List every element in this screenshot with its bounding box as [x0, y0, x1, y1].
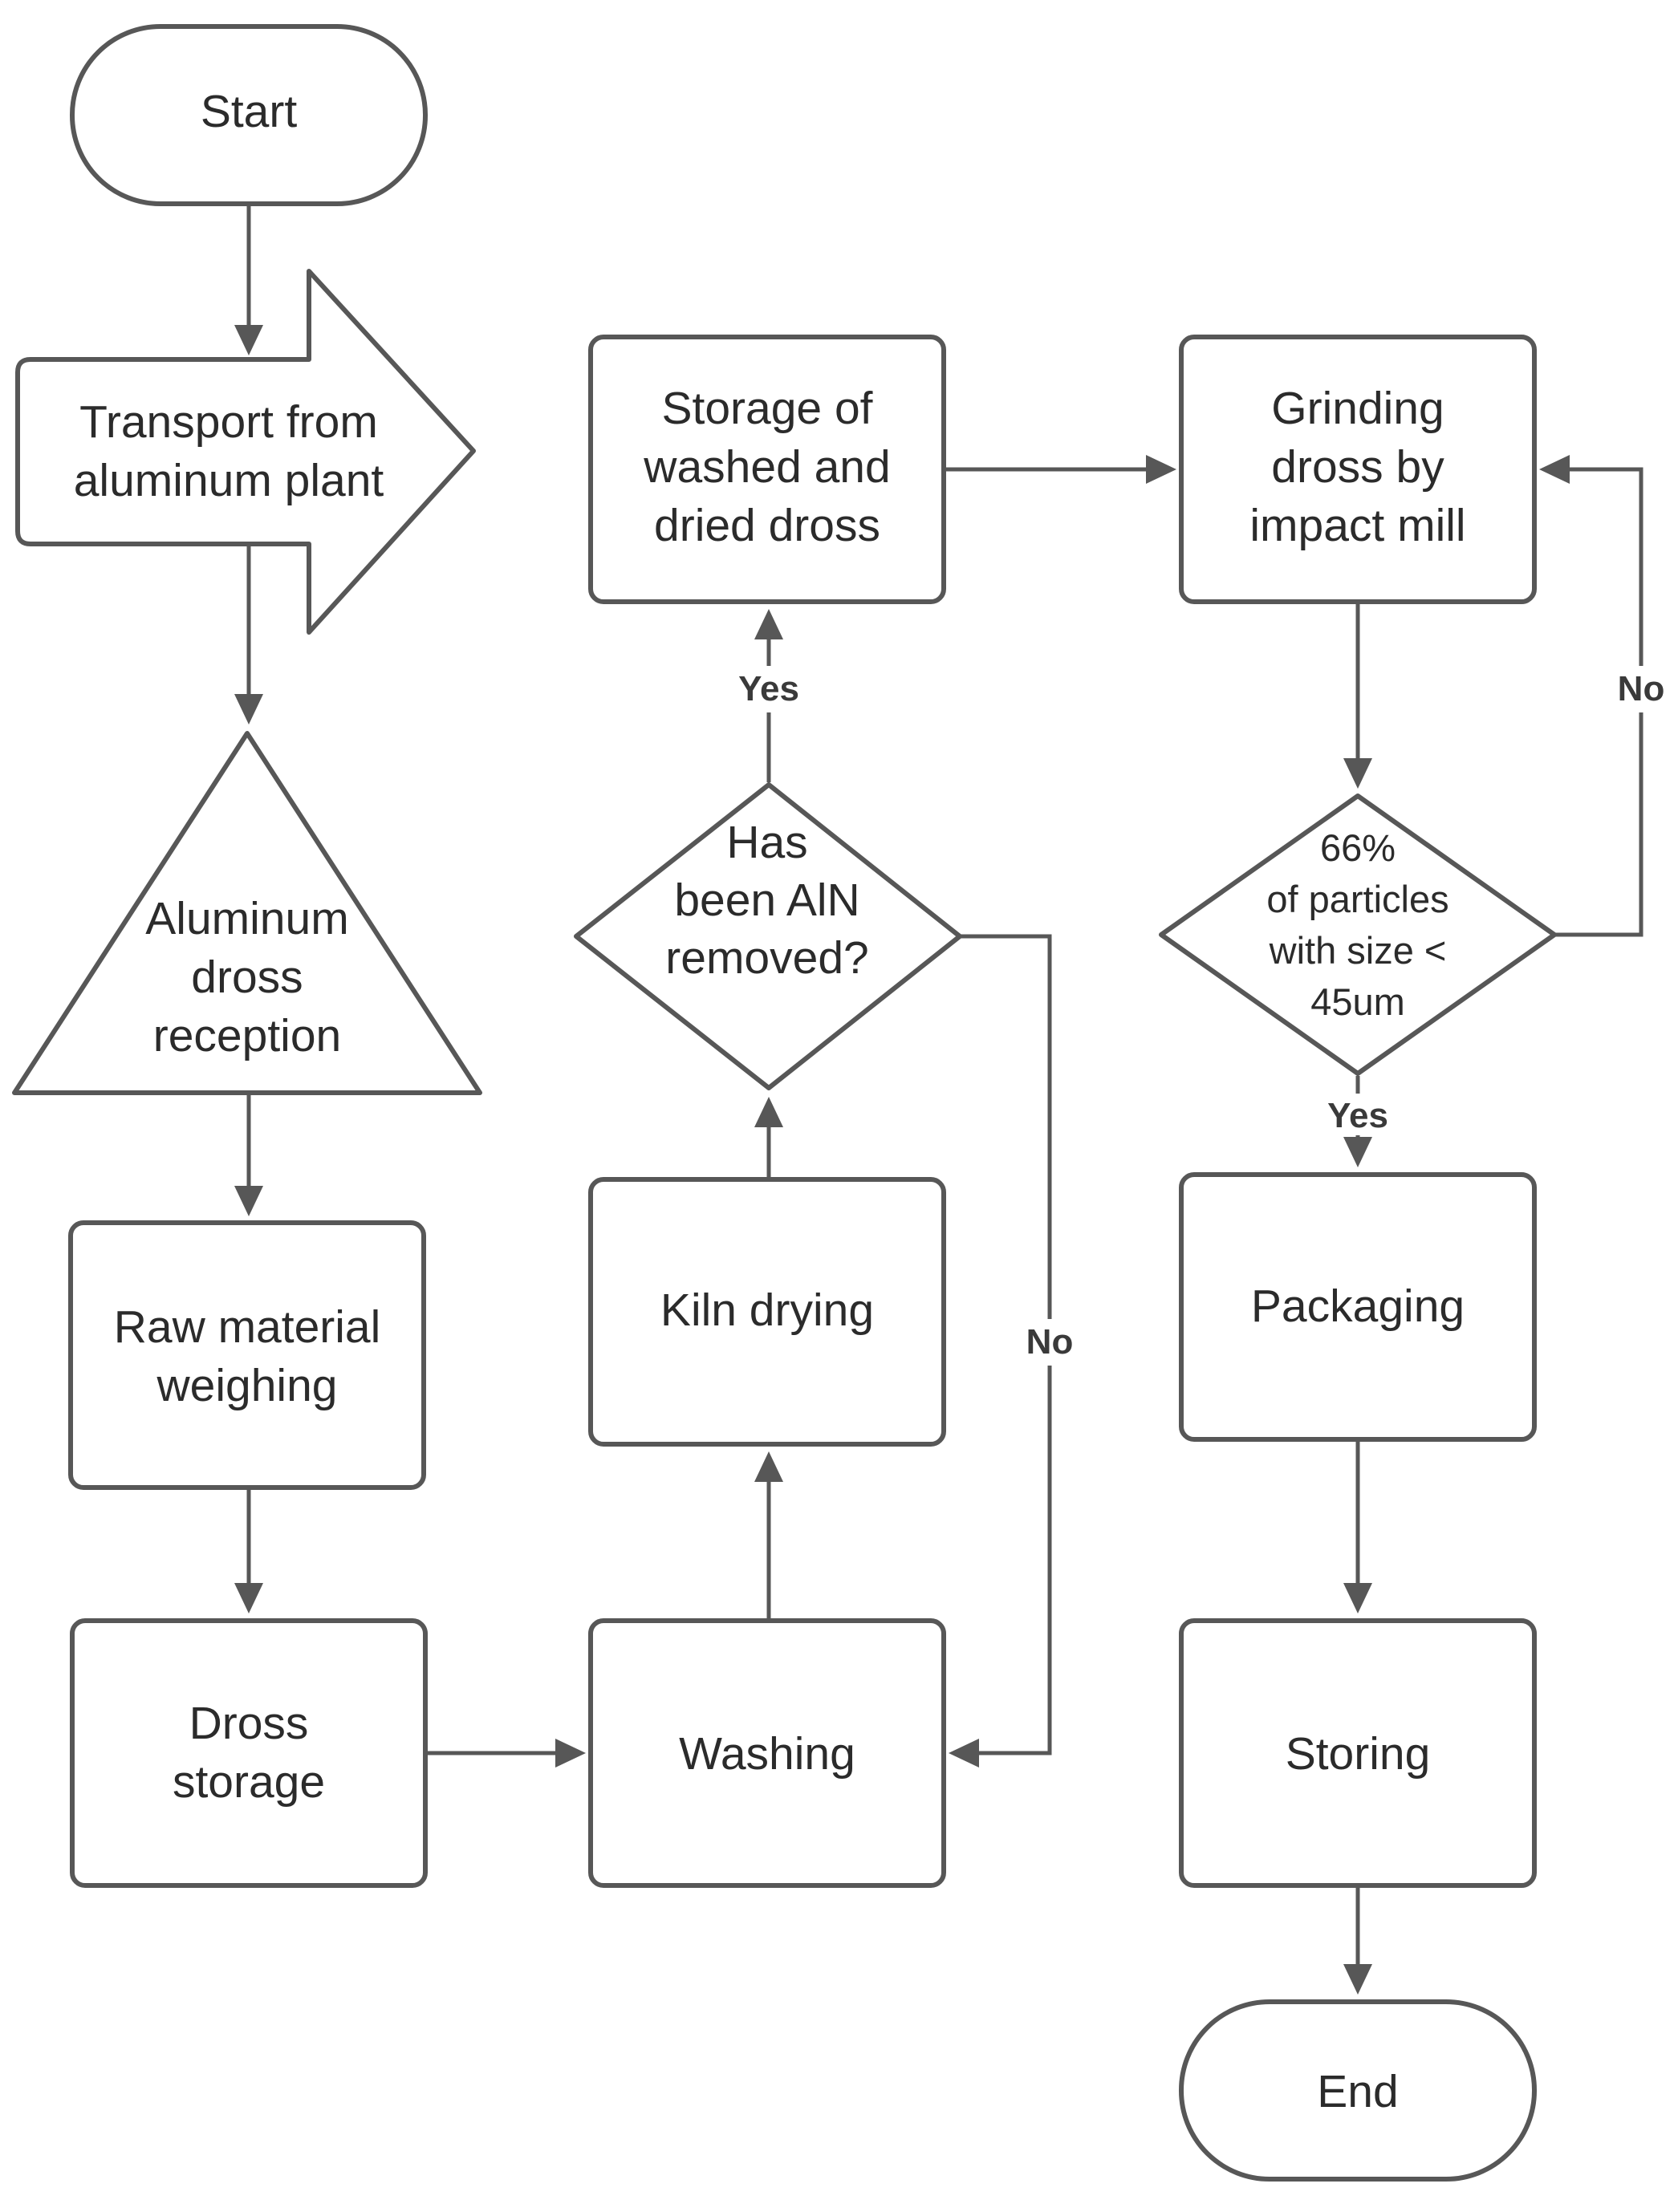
particle-check-label-line2: of particles — [1266, 878, 1448, 920]
transport-label-line2: aluminum plant — [74, 455, 384, 506]
storing-label: Storing — [1286, 1728, 1431, 1780]
aln-check-label-line1: Has — [726, 817, 807, 868]
aln-yes-label: Yes — [738, 669, 799, 708]
dross-storage-label-line1: Dross — [189, 1698, 309, 1749]
storage-washed-label-line3: dried dross — [654, 500, 880, 551]
storage-washed-box — [588, 335, 946, 604]
start-terminal — [70, 24, 428, 206]
particle-check-label-line4: 45um — [1310, 980, 1405, 1023]
aln-yes-label-bg — [732, 666, 806, 712]
particle-no-label-bg — [1611, 666, 1672, 712]
arrowhead-grinding-to-particle-check — [1343, 758, 1372, 789]
grinding-label-line1: Grinding — [1271, 383, 1444, 434]
transport-arrow-shape — [15, 269, 476, 635]
particle-check-label-line3: with size < — [1269, 929, 1447, 972]
washing-label: Washing — [679, 1728, 855, 1780]
arrowhead-particle-yes — [1343, 1137, 1372, 1167]
dross-storage-box — [70, 1618, 428, 1888]
particle-no-label: No — [1618, 669, 1665, 708]
storing-box — [1179, 1618, 1537, 1888]
reception-label-line3: reception — [153, 1010, 342, 1061]
aln-check-label-line2: been AlN — [674, 875, 859, 926]
arrowhead-washing-to-kiln — [754, 1451, 783, 1482]
arrowhead-aln-no — [949, 1739, 979, 1768]
washing-box — [588, 1618, 946, 1888]
particle-yes-label-bg — [1321, 1094, 1395, 1135]
start-label: Start — [201, 86, 298, 137]
arrowhead-packaging-to-storing — [1343, 1583, 1372, 1613]
storage-washed-label-line2: washed and — [643, 441, 890, 493]
arrowhead-dross-storage-to-washing — [555, 1739, 586, 1768]
arrowhead-transport-to-reception — [234, 694, 263, 724]
weighing-box — [68, 1220, 426, 1490]
aln-no-label-bg — [1019, 1319, 1080, 1366]
reception-label-line1: Aluminum — [145, 893, 348, 944]
aln-no-label: No — [1026, 1322, 1074, 1362]
packaging-box — [1179, 1172, 1537, 1442]
reception-triangle — [12, 731, 482, 1095]
aln-check-label-line3: removed? — [665, 932, 868, 984]
transport-label-line1: Transport from — [79, 396, 378, 448]
grinding-box — [1179, 335, 1537, 604]
grinding-label-line3: impact mill — [1249, 500, 1465, 551]
storage-washed-label-line1: Storage of — [661, 383, 872, 434]
weighing-label-line2: weighing — [156, 1360, 338, 1411]
particle-check-label-line1: 66% — [1320, 826, 1396, 869]
arrowhead-storage-to-grinding — [1146, 455, 1176, 484]
kiln-label: Kiln drying — [660, 1285, 874, 1336]
arrowhead-weighing-to-dross-storage — [234, 1583, 263, 1613]
arrowhead-storing-to-end — [1343, 1964, 1372, 1995]
particle-decision-diamond — [1159, 793, 1557, 1076]
grinding-label-line2: dross by — [1271, 441, 1444, 493]
kiln-drying-box — [588, 1177, 946, 1447]
arrowhead-reception-to-weighing — [234, 1186, 263, 1216]
particle-yes-label: Yes — [1327, 1096, 1388, 1135]
reception-label-line2: dross — [191, 952, 303, 1003]
arrowhead-start-to-transport — [234, 325, 263, 355]
arrowhead-kiln-to-aln-check — [754, 1097, 783, 1127]
end-label: End — [1317, 2066, 1398, 2117]
dross-storage-label-line2: storage — [173, 1756, 325, 1808]
arrowhead-particle-no — [1539, 455, 1570, 484]
packaging-label: Packaging — [1251, 1281, 1465, 1332]
aln-decision-diamond — [574, 782, 962, 1090]
end-terminal — [1179, 1999, 1537, 2182]
weighing-label-line1: Raw material — [114, 1301, 381, 1353]
arrowhead-aln-yes — [754, 609, 783, 639]
